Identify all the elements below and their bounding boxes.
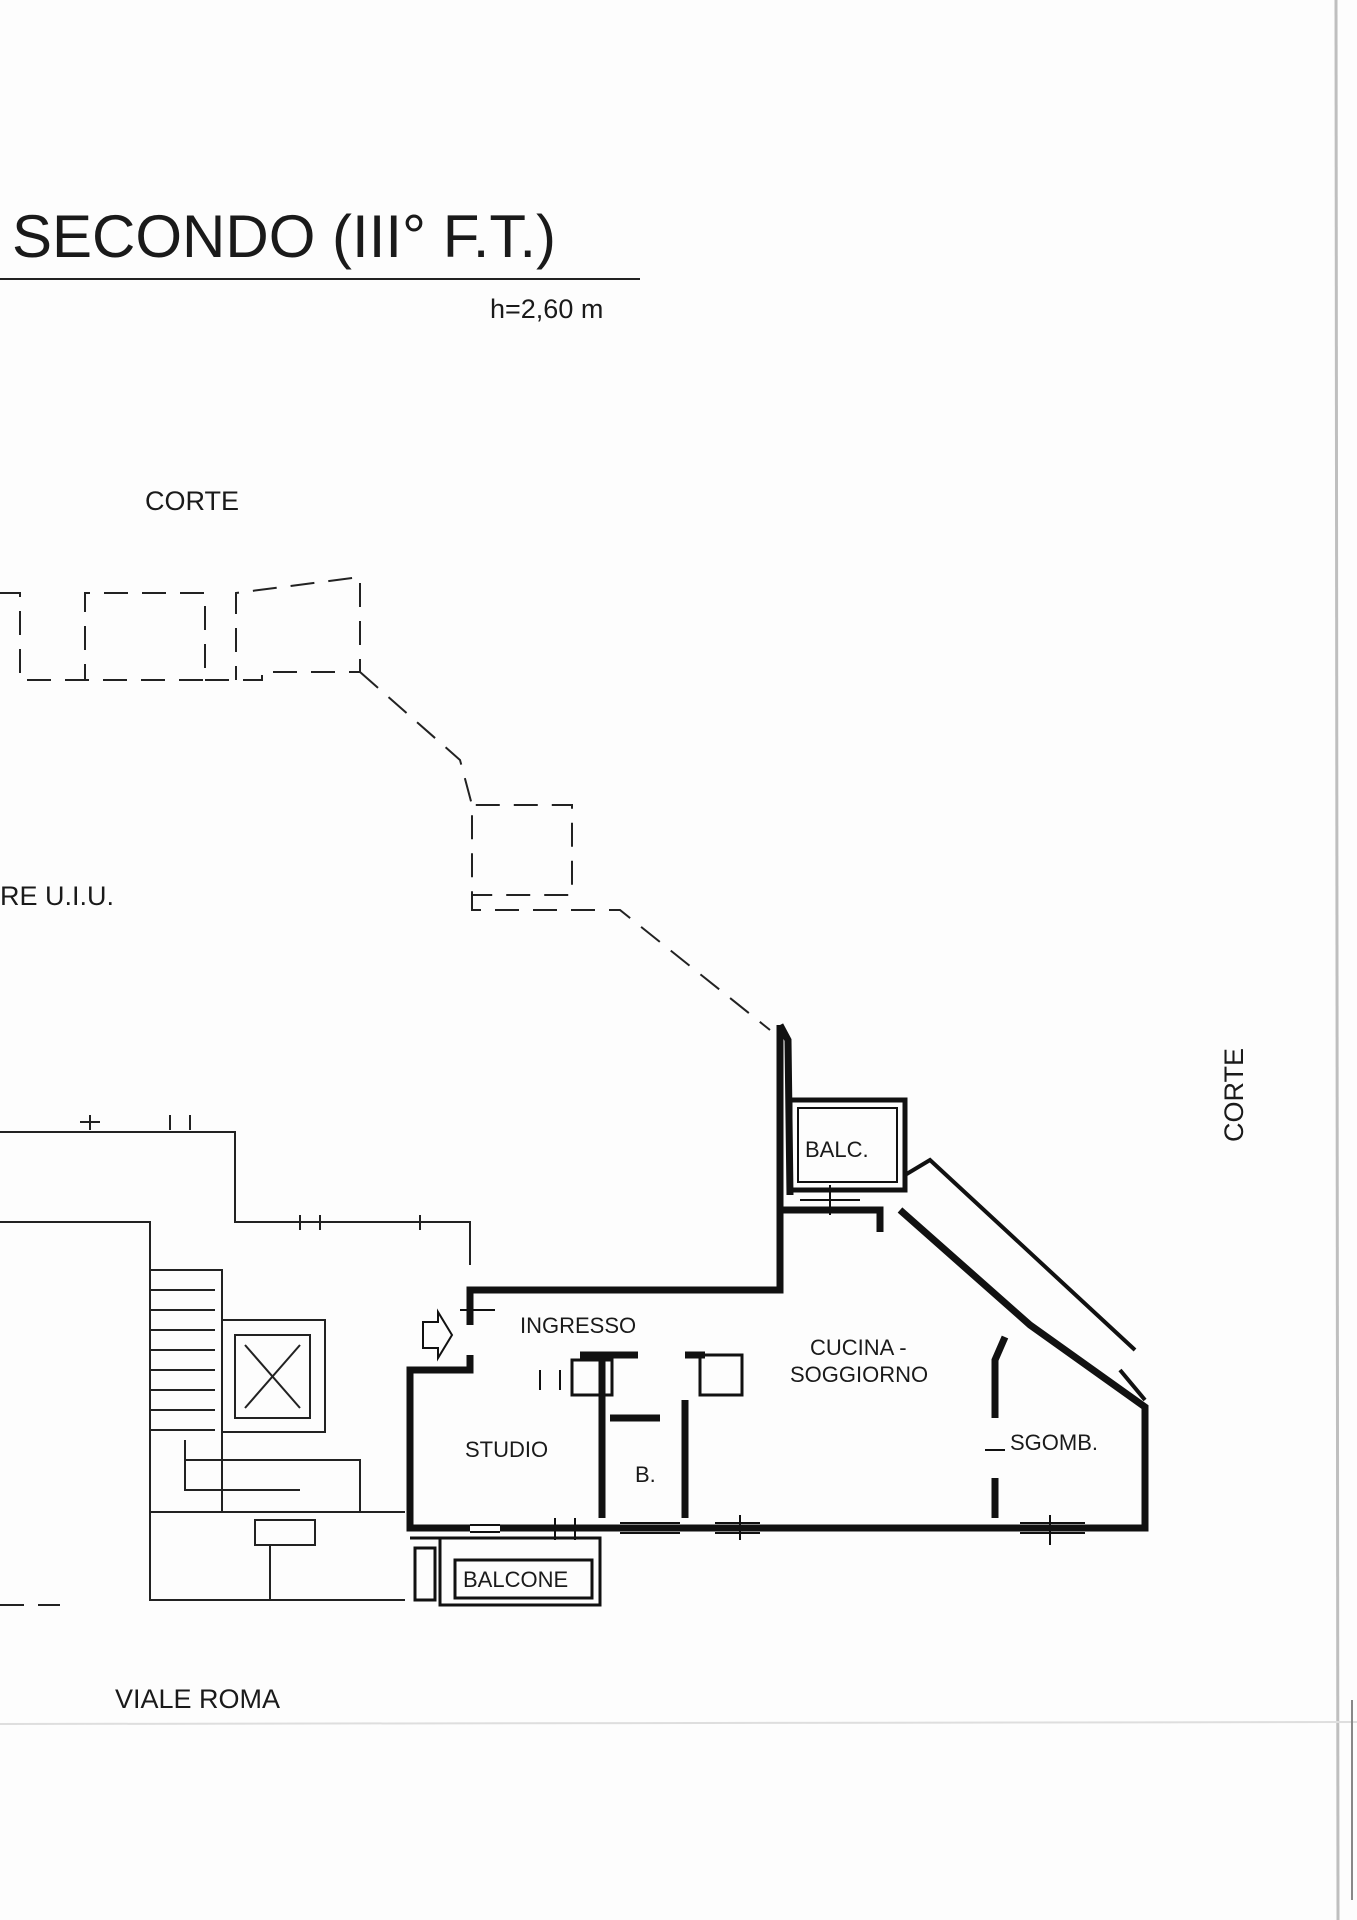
building-core-outline — [0, 1115, 471, 1606]
scan-fold-line — [0, 1721, 1357, 1725]
entrance-arrow-icon — [422, 1308, 454, 1362]
room-cucina: CUCINA - — [810, 1335, 907, 1360]
corte-top-label: CORTE — [145, 486, 239, 516]
corte-right-label: CORTE — [1219, 1048, 1249, 1142]
balcony-large — [410, 1536, 602, 1607]
room-balc: BALC. — [805, 1137, 869, 1162]
room-studio: STUDIO — [465, 1437, 548, 1462]
window-marks — [460, 1185, 1085, 1545]
room-balcone: BALCONE — [463, 1567, 568, 1592]
room-sgomb: SGOMB. — [1010, 1430, 1098, 1455]
wardrobe-units — [570, 1353, 744, 1397]
balcony-small — [787, 1097, 908, 1193]
adjacent-building-outline — [0, 575, 771, 1031]
scan-edge-right — [1334, 0, 1340, 1920]
apartment-walls — [406, 1023, 1149, 1532]
street-label: VIALE ROMA — [115, 1684, 280, 1714]
diagonal-wall — [903, 1157, 1147, 1402]
room-bagno: B. — [635, 1462, 656, 1487]
room-ingresso: INGRESSO — [520, 1313, 636, 1338]
plan-title: SECONDO (III° F.T.) — [12, 203, 556, 270]
room-soggiorno: SOGGIORNO — [790, 1362, 928, 1387]
other-units-label: RE U.I.U. — [0, 881, 114, 911]
height-label: h=2,60 m — [490, 294, 603, 324]
